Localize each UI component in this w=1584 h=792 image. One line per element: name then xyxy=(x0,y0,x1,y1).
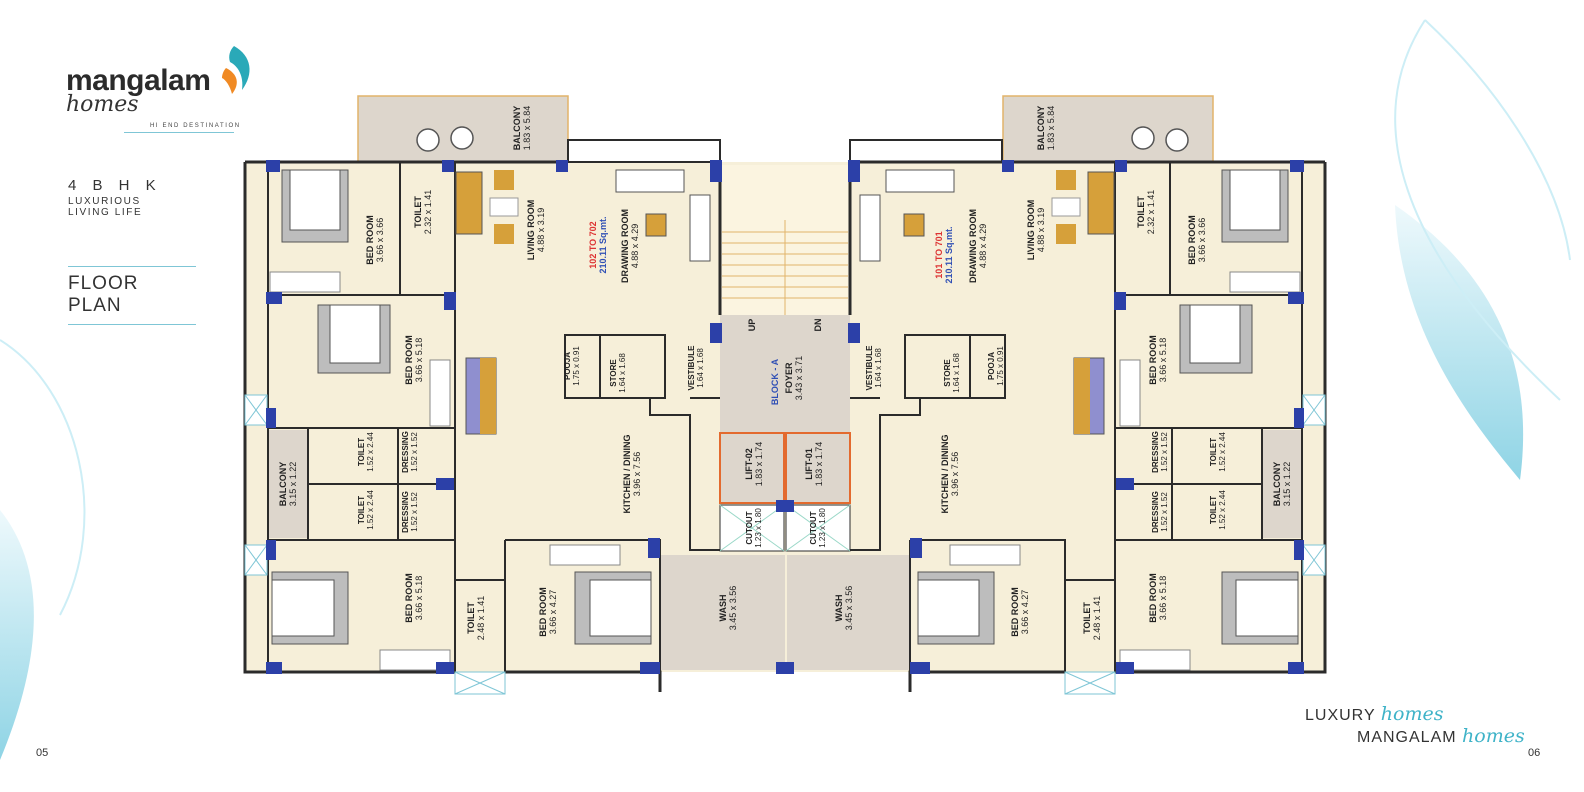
brand-flame-icon xyxy=(222,46,250,94)
footer-tagline-1-script: homes xyxy=(1380,703,1444,725)
section-title: FLOOR PLAN xyxy=(68,273,139,316)
brand-name: mangalam xyxy=(66,64,211,97)
config-subheading-line1: LUXURIOUS xyxy=(68,196,141,207)
brand-underline xyxy=(124,132,234,133)
beds xyxy=(271,169,1299,645)
footer-tagline-2-prefix: MANGALAM xyxy=(1357,729,1457,746)
stair-treads xyxy=(722,220,848,315)
section-title-block: FLOOR PLAN xyxy=(68,266,196,325)
drawing-left-bay xyxy=(567,139,721,163)
balcony-side-left-area xyxy=(268,430,308,538)
footer-tagline-1: LUXURY homes xyxy=(1305,703,1443,725)
brand-logo: mangalam homes xyxy=(66,46,250,117)
brand-sub: homes xyxy=(66,92,139,117)
foyer-area xyxy=(720,315,850,433)
structural-columns xyxy=(266,160,1304,674)
living-furniture xyxy=(455,169,1115,435)
balcony-chairs xyxy=(416,126,1189,152)
leaf-right-filled xyxy=(1395,205,1524,480)
page-number-right: 06 xyxy=(1528,747,1541,759)
section-title-rule-top xyxy=(68,266,196,267)
leaf-right-outline xyxy=(1394,19,1561,401)
block-label: BLOCK - A xyxy=(770,358,780,406)
balcony-side-right-area xyxy=(1262,430,1302,538)
config-subheading-line2: LIVING LIFE xyxy=(68,207,143,218)
drawing-right-bay xyxy=(849,139,1003,163)
wardrobes xyxy=(269,271,1301,671)
footer-tagline-2-script: homes xyxy=(1462,725,1525,747)
config-subheading: LUXURIOUS LIVING LIFE xyxy=(68,196,142,218)
wash-right-area xyxy=(787,555,910,670)
stair-up-label: UP xyxy=(747,318,757,332)
lift-02-shaft xyxy=(719,432,785,504)
config-heading: 4 B H K xyxy=(68,177,162,194)
cutout-cross-lines xyxy=(719,504,851,552)
wash-left-area xyxy=(660,555,785,670)
leaf-left-outline xyxy=(0,339,86,616)
lift-01-shaft xyxy=(785,432,851,504)
balcony-top-right-area xyxy=(1002,95,1214,163)
leaf-right-outline-2 xyxy=(1424,19,1571,261)
page-number-left: 05 xyxy=(36,747,49,759)
window-cross-lines xyxy=(244,394,1326,695)
brand-tagline: HI END DESTINATION xyxy=(150,123,241,129)
leaf-left-filled xyxy=(0,510,34,760)
section-title-rule-bottom xyxy=(68,324,196,325)
footer-tagline-1-prefix: LUXURY xyxy=(1305,707,1376,724)
stair-dn-label: DN xyxy=(813,318,823,332)
footer-tagline-2: MANGALAM homes xyxy=(1357,725,1525,747)
